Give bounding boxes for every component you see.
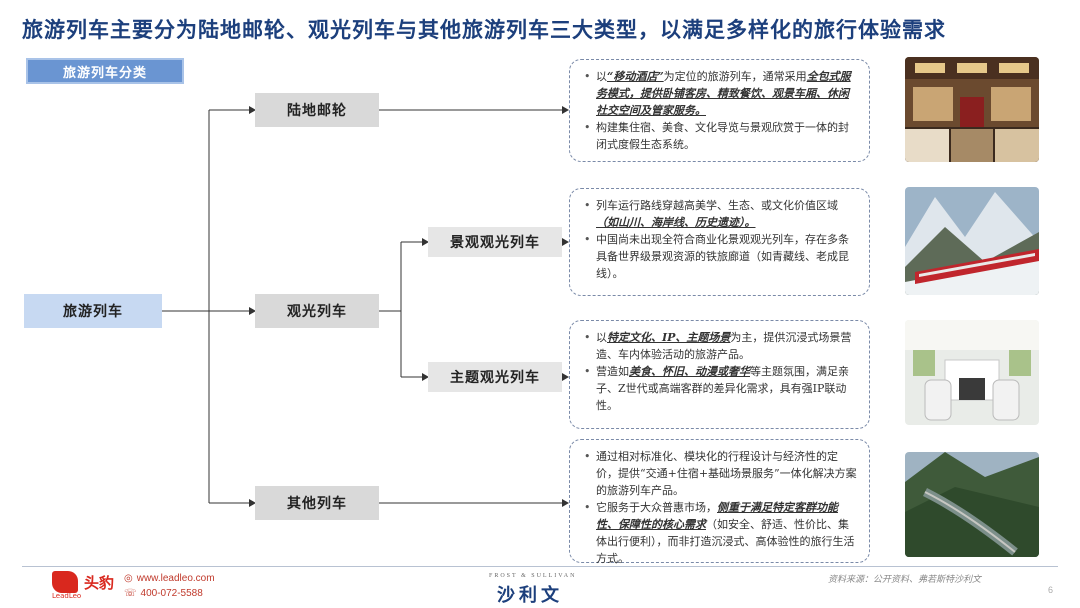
red-train-snow-mountains-photo (905, 187, 1039, 295)
website-link[interactable]: ◎www.leadleo.com (124, 573, 215, 584)
page-number: 6 (1048, 585, 1054, 595)
card-other-train: 通过相对标准化、模块化的行程设计与经济性的定价，提供“交通+住宿+基础场景服务”… (569, 439, 870, 565)
card-land-cruise: 以“移动酒店”为定位的旅游列车，通常采用全包式服务模式，提供卧铺客房、精致餐饮、… (569, 59, 870, 162)
section-tag: 旅游列车分类 (26, 58, 184, 84)
bullet-item: 它服务于大众普惠市场，侧重于满足特定客群功能性、保障性的核心需求（如安全、舒适、… (582, 499, 859, 567)
bullet-item: 营造如美食、怀旧、动漫或奢华等主题氛围，满足亲子、Z世代或高端客群的差异化需求，… (582, 363, 859, 414)
train-on-viaduct-forest-photo (905, 452, 1039, 557)
card-theme-train: 以特定文化、IP、主题场景为主，提供沉浸式场景营造、车内体验活动的旅游产品。 营… (569, 320, 870, 429)
node-scenic-train: 景观观光列车 (428, 227, 562, 257)
data-source: 资料来源：公开资料、弗若斯特沙利文 (828, 575, 982, 585)
leopard-icon (52, 571, 78, 593)
white-themed-train-interior-photo (905, 320, 1039, 425)
logo-subtitle: LeadLeo (52, 592, 82, 600)
bullet-item: 以“移动酒店”为定位的旅游列车，通常采用全包式服务模式，提供卧铺客房、精致餐饮、… (582, 68, 859, 119)
page-title: 旅游列车主要分为陆地邮轮、观光列车与其他旅游列车三大类型，以满足多样化的旅行体验… (22, 17, 946, 42)
footer-divider (22, 566, 1058, 567)
frost-sullivan-en: FROST & SULLIVAN (489, 573, 577, 579)
node-tourist-train: 旅游列车 (24, 294, 162, 328)
frost-sullivan-logo: 沙利文 (497, 585, 563, 606)
globe-icon: ◎ (124, 573, 133, 584)
bullet-item: 中国尚未出现全符合商业化景观观光列车，存在多条具备世界级景观资源的铁旅廊道（如青… (582, 231, 859, 282)
node-sightseeing-train: 观光列车 (255, 294, 379, 328)
bullet-item: 构建集住宿、美食、文化导览与景观欣赏于一体的封闭式度假生态系统。 (582, 119, 859, 153)
node-land-cruise: 陆地邮轮 (255, 93, 379, 127)
phone-number: ☏400-072-5588 (124, 588, 203, 599)
card-scenic-train: 列车运行路线穿越高美学、生态、或文化价值区域（如山川、海岸线、历史遗迹）。 中国… (569, 188, 870, 296)
phone-icon: ☏ (124, 588, 137, 599)
bullet-item: 通过相对标准化、模块化的行程设计与经济性的定价，提供“交通+住宿+基础场景服务”… (582, 448, 859, 499)
node-other-train: 其他列车 (255, 486, 379, 520)
bullet-item: 以特定文化、IP、主题场景为主，提供沉浸式场景营造、车内体验活动的旅游产品。 (582, 329, 859, 363)
luxury-train-interior-photo (905, 57, 1039, 162)
node-theme-train: 主题观光列车 (428, 362, 562, 392)
bullet-item: 列车运行路线穿越高美学、生态、或文化价值区域（如山川、海岸线、历史遗迹）。 (582, 197, 859, 231)
leadleo-logo: 头豹 (52, 571, 114, 593)
